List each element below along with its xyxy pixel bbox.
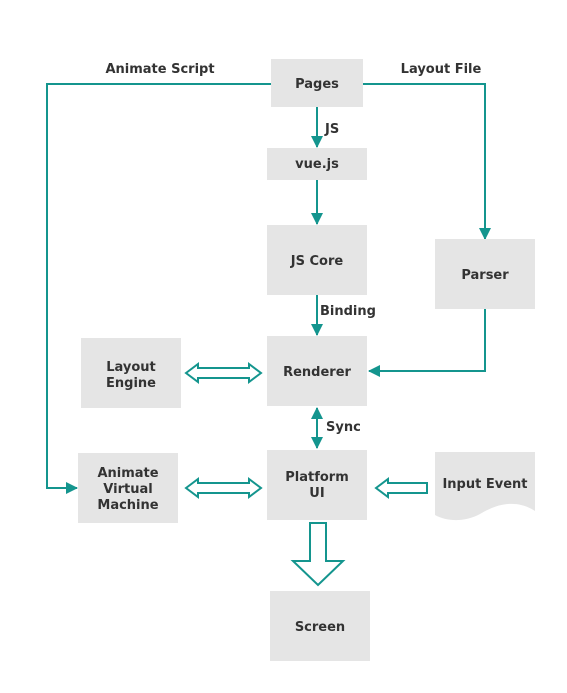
node-animate-vm: Animate Virtual Machine (78, 453, 178, 523)
edge-animate-script (46, 83, 271, 494)
double-arrow-animate-platform (184, 477, 263, 499)
node-animate-vm-label-1: Animate (97, 466, 158, 481)
edge-label-binding: Binding (320, 304, 376, 319)
node-platform-ui: Platform UI (267, 450, 367, 520)
node-platform-ui-label-1: Platform (285, 470, 349, 485)
node-jscore-label: JS Core (290, 254, 344, 269)
node-layout-engine-label-1: Layout (106, 360, 156, 375)
arrow-input-to-platform (374, 477, 428, 499)
edge-label-sync: Sync (326, 420, 361, 435)
double-arrow-layout-renderer (184, 362, 263, 384)
node-screen: Screen (270, 591, 370, 661)
node-pages-label: Pages (295, 77, 339, 92)
node-input-event-label: Input Event (442, 477, 527, 492)
edge-label-animate-script: Animate Script (105, 62, 214, 77)
node-renderer-label: Renderer (283, 365, 351, 380)
node-pages: Pages (271, 59, 363, 107)
node-animate-vm-label-3: Machine (97, 498, 158, 513)
edge-parser-to-renderer (368, 309, 486, 377)
arrow-platform-to-screen (290, 522, 346, 587)
node-vuejs-label: vue.js (295, 157, 339, 172)
edge-layout-file (363, 83, 491, 240)
node-renderer: Renderer (267, 336, 367, 406)
node-parser-label: Parser (461, 268, 509, 283)
node-parser: Parser (435, 239, 535, 309)
node-layout-engine-label-2: Engine (106, 376, 156, 391)
node-platform-ui-label-2: UI (309, 486, 324, 501)
node-vuejs: vue.js (267, 148, 367, 180)
node-animate-vm-label-2: Virtual (103, 482, 152, 497)
node-input-event: Input Event (435, 452, 535, 521)
node-jscore: JS Core (267, 225, 367, 295)
node-layout-engine: Layout Engine (81, 338, 181, 408)
edge-label-js: JS (324, 122, 339, 137)
node-screen-label: Screen (295, 620, 345, 635)
edge-label-layout-file: Layout File (401, 62, 482, 77)
